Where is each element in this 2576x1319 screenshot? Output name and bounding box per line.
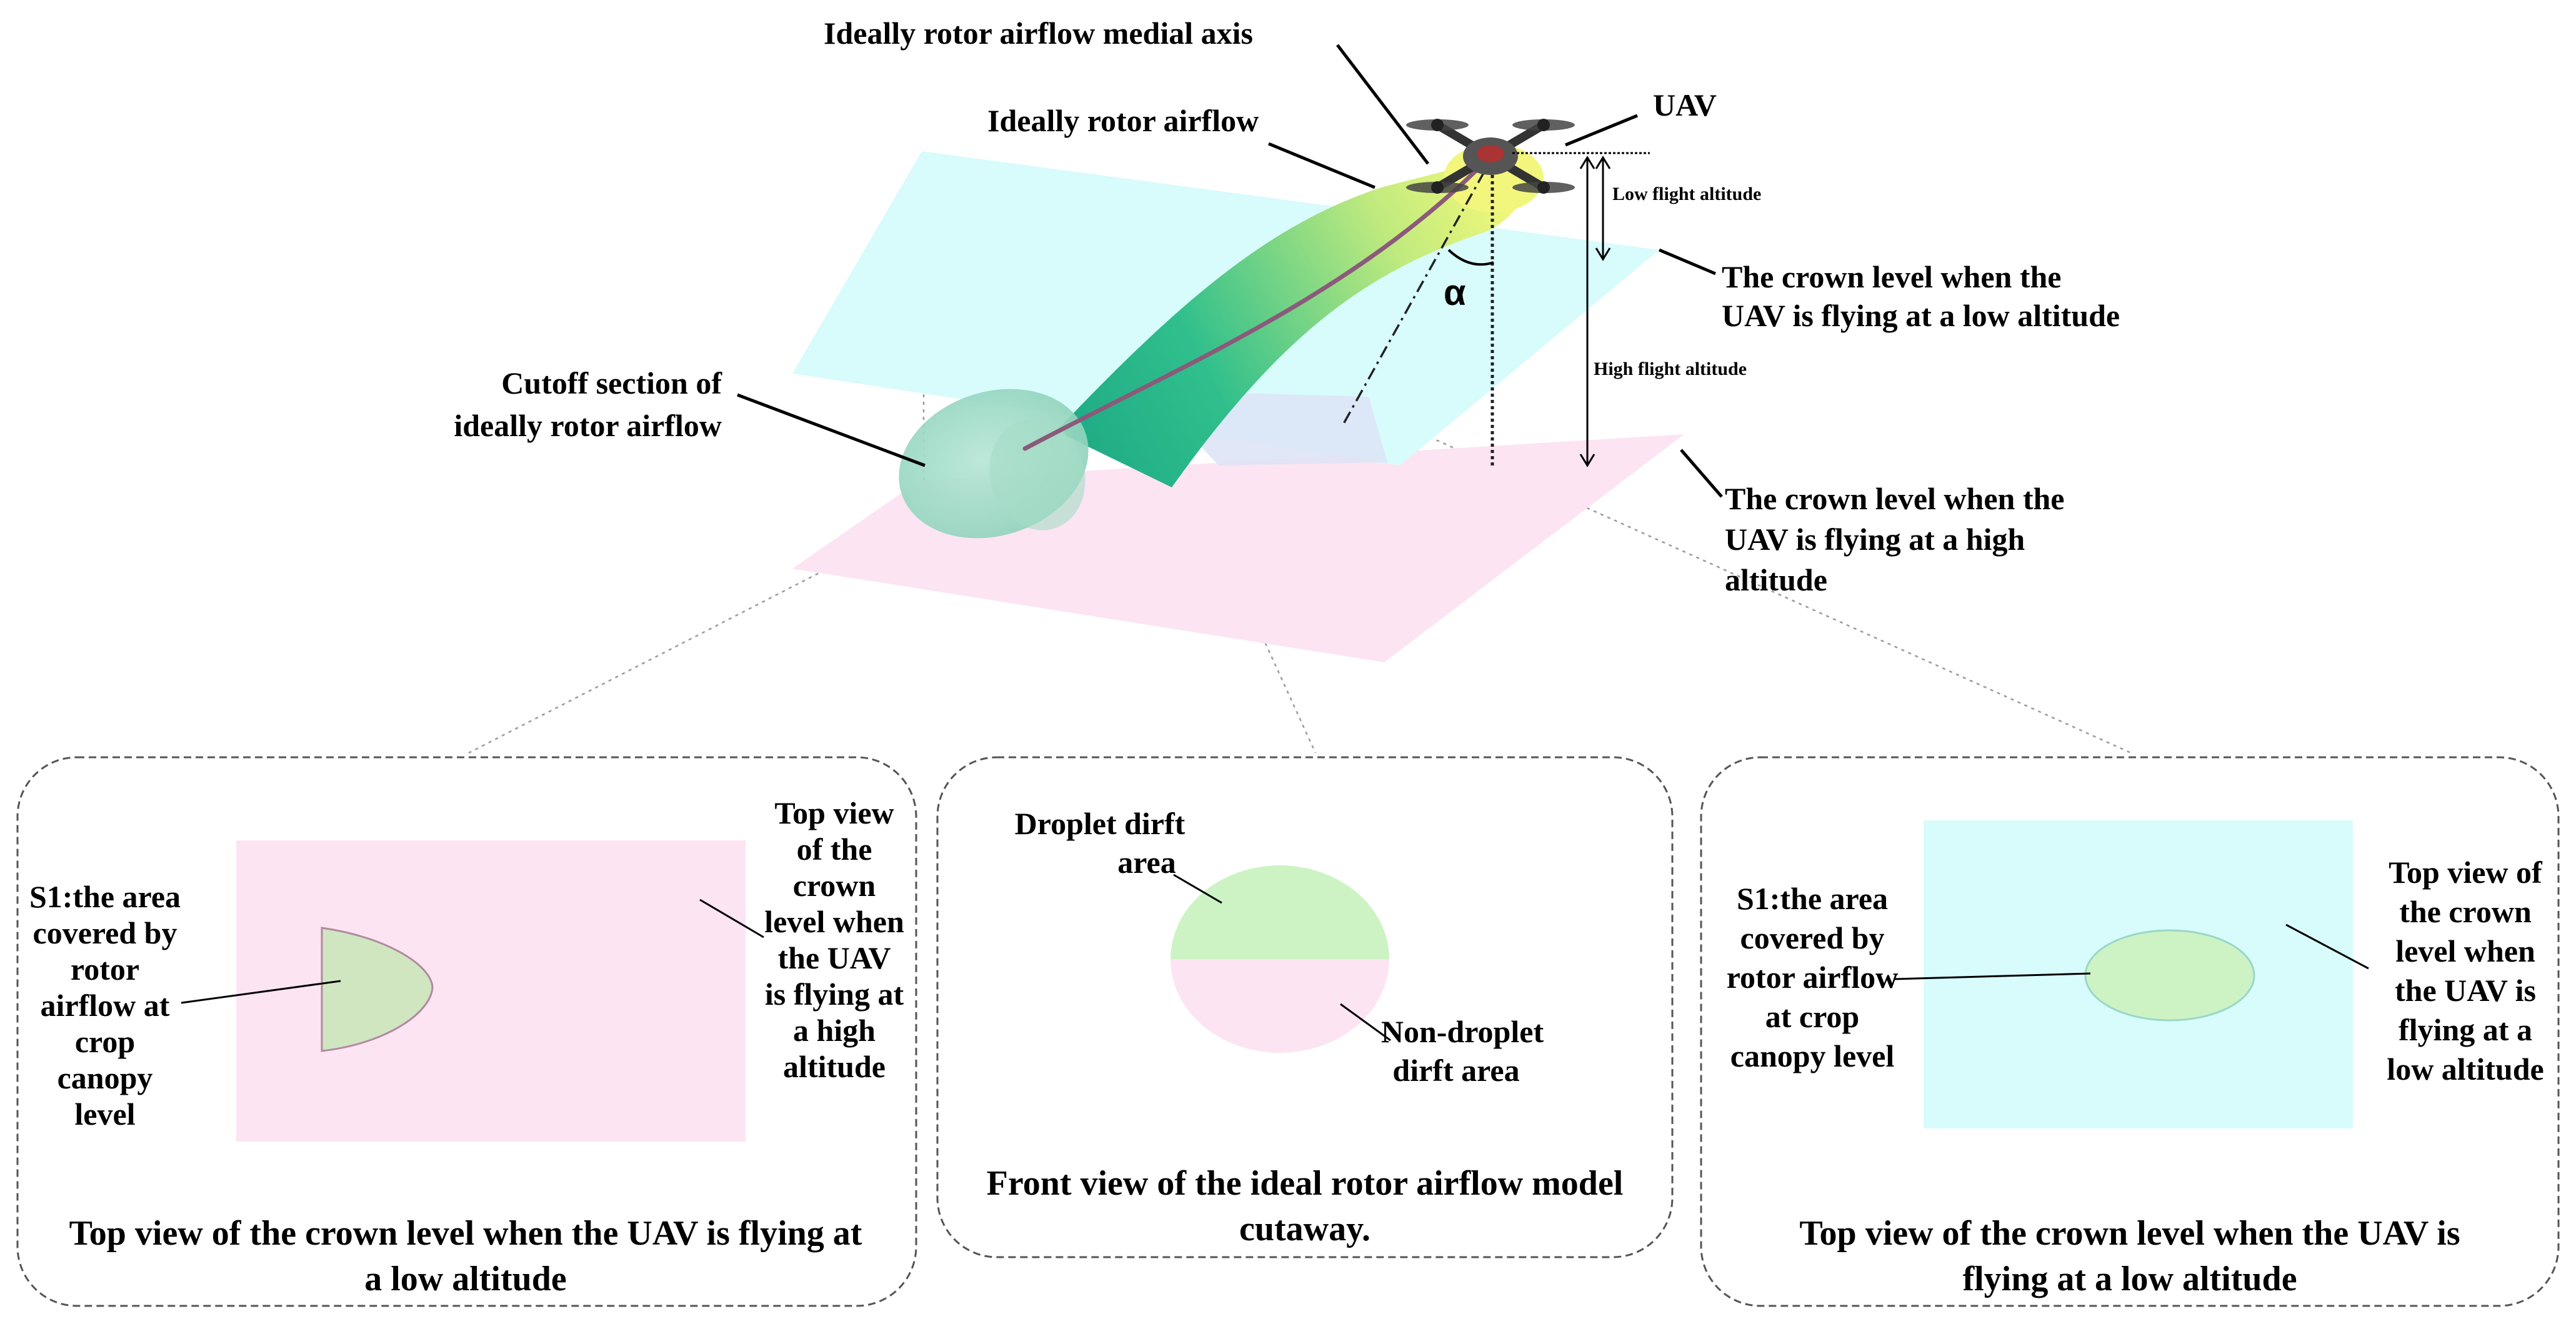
left-s1-line: crop xyxy=(75,1024,135,1059)
high-flight-altitude-label: High flight altitude xyxy=(1594,359,1747,379)
left-topview-line: altitude xyxy=(783,1049,886,1084)
right-topview-text: Top view of the crown level when the UAV… xyxy=(2387,855,2544,1087)
rotor-airflow-tube xyxy=(899,144,1544,539)
s1-area-ellipse xyxy=(2084,929,2255,1022)
altitude-markers xyxy=(1512,152,1650,467)
high-altitude-topview-rect xyxy=(236,840,746,1142)
droplet-drift-half xyxy=(1171,865,1389,959)
panel-left: S1:the area covered by rotor airflow at … xyxy=(29,795,904,1298)
low-flight-altitude-label: Low flight altitude xyxy=(1612,184,1761,204)
left-s1-line: rotor xyxy=(71,952,139,987)
airflow-label: Ideally rotor airflow xyxy=(987,103,1259,138)
medial-axis-label: Ideally rotor airflow medial axis xyxy=(824,16,1253,51)
left-s1-line: airflow at xyxy=(41,988,170,1023)
left-caption-line2: a low altitude xyxy=(364,1260,567,1298)
left-s1-line: S1:the area xyxy=(29,879,181,914)
right-topview-line: Top view of xyxy=(2389,855,2543,890)
crown-high-label-line2: UAV is flying at a high xyxy=(1725,522,2025,557)
right-s1-line: rotor airflow xyxy=(1727,960,1898,995)
panel-right: S1:the area covered by rotor airflow at … xyxy=(1727,820,2544,1298)
s1-area-shape xyxy=(321,927,434,1052)
right-s1-line: S1:the area xyxy=(1737,881,1888,916)
alpha-label: α xyxy=(1444,272,1466,313)
left-s1-line: level xyxy=(74,1097,135,1132)
right-s1-line: covered by xyxy=(1740,920,1885,955)
right-topview-line: level when xyxy=(2395,933,2535,968)
panel-borders xyxy=(16,756,2560,1307)
crown-high-label-line1: The crown level when the xyxy=(1725,481,2064,516)
left-s1-line: canopy xyxy=(57,1060,153,1095)
nondroplet-label-line1: Non-droplet xyxy=(1381,1014,1544,1049)
left-topview-line: of the xyxy=(797,832,872,867)
right-caption-line2: flying at a low altitude xyxy=(1962,1260,2297,1298)
alpha-arc xyxy=(1447,249,1494,266)
right-s1-line: at crop xyxy=(1765,999,1859,1034)
right-topview-line: low altitude xyxy=(2387,1052,2544,1087)
crown-low-label-line2: UAV is flying at a low altitude xyxy=(1722,298,2120,333)
uav-drone-icon xyxy=(1406,119,1575,194)
right-s1-text: S1:the area covered by rotor airflow at … xyxy=(1727,881,1898,1073)
tilted-dashdot-line xyxy=(1342,171,1485,424)
right-topview-line: flying at a xyxy=(2399,1012,2532,1047)
middle-caption-line1: Front view of the ideal rotor airflow mo… xyxy=(987,1164,1624,1203)
right-s1-line: canopy level xyxy=(1730,1038,1895,1073)
right-caption-line1: Top view of the crown level when the UAV… xyxy=(1799,1214,2460,1253)
middle-caption-line2: cutaway. xyxy=(1239,1210,1370,1248)
right-topview-line: the crown xyxy=(2399,894,2532,929)
left-s1-line: covered by xyxy=(33,915,177,950)
right-topview-line: the UAV is xyxy=(2395,973,2536,1008)
left-topview-line: crown xyxy=(793,868,876,903)
nondroplet-label-line2: dirft area xyxy=(1392,1053,1519,1088)
left-topview-line: is flying at xyxy=(765,977,904,1012)
medial-axis-curve xyxy=(1022,166,1480,451)
uav-label: UAV xyxy=(1653,87,1717,122)
panel-middle: Droplet dirft area Non-droplet dirft are… xyxy=(987,806,1624,1248)
droplet-label-line2: area xyxy=(1117,845,1176,880)
crown-low-label-line1: The crown level when the xyxy=(1722,259,2061,294)
crown-high-label-line3: altitude xyxy=(1725,562,1827,597)
leader-lines xyxy=(737,44,1723,498)
left-caption-line1: Top view of the crown level when the UAV… xyxy=(69,1214,862,1253)
non-droplet-drift-half xyxy=(1171,959,1389,1053)
left-topview-line: the UAV xyxy=(777,940,891,975)
left-topview-line: level when xyxy=(764,904,904,939)
left-s1-text: S1:the area covered by rotor airflow at … xyxy=(29,879,181,1132)
left-topview-line: a high xyxy=(793,1013,876,1048)
droplet-label-line1: Droplet dirft xyxy=(1015,806,1186,841)
cutoff-label-line2: ideally rotor airflow xyxy=(454,408,722,443)
left-topview-text: Top view of the crown level when the UAV… xyxy=(764,795,904,1084)
cutoff-label-line1: Cutoff section of xyxy=(501,366,722,401)
left-topview-line: Top view xyxy=(774,795,894,830)
